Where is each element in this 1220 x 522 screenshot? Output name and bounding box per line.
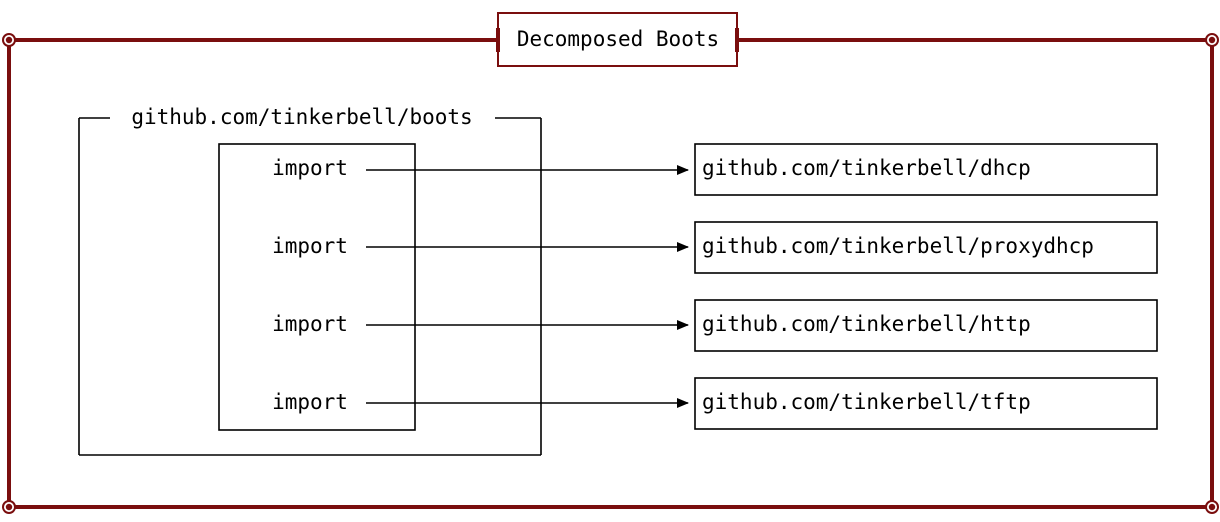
target-package-box [694, 221, 1158, 274]
import-row: import github.com/tinkerbell/proxydhcp [272, 221, 1158, 274]
imports-box [218, 143, 416, 431]
boots-package-label: github.com/tinkerbell/boots [131, 105, 472, 129]
import-row: import github.com/tinkerbell/tftp [272, 377, 1158, 430]
import-label: import [272, 312, 348, 336]
frame-corner-dot [2, 33, 16, 47]
frame-corner-dot [2, 500, 16, 514]
target-package-box [694, 143, 1158, 196]
frame-corner-dot [1205, 33, 1219, 47]
import-label: import [272, 390, 348, 414]
import-row: import github.com/tinkerbell/http [272, 299, 1158, 352]
target-package-box [694, 299, 1158, 352]
import-label: import [272, 234, 348, 258]
target-package-label: github.com/tinkerbell/http [702, 312, 1031, 336]
frame-title-box [497, 12, 738, 67]
frame-title: Decomposed Boots [517, 27, 719, 51]
frame-corner-dot [1205, 500, 1219, 514]
target-package-label: github.com/tinkerbell/proxydhcp [702, 234, 1094, 258]
boots-package-box: github.com/tinkerbell/boots [78, 105, 542, 456]
target-package-label: github.com/tinkerbell/tftp [702, 390, 1031, 414]
outer-frame: Decomposed Boots [2, 12, 1219, 514]
target-package-label: github.com/tinkerbell/dhcp [702, 156, 1031, 180]
target-package-box [694, 377, 1158, 430]
import-label: import [272, 156, 348, 180]
import-row: import github.com/tinkerbell/dhcp [272, 143, 1158, 196]
